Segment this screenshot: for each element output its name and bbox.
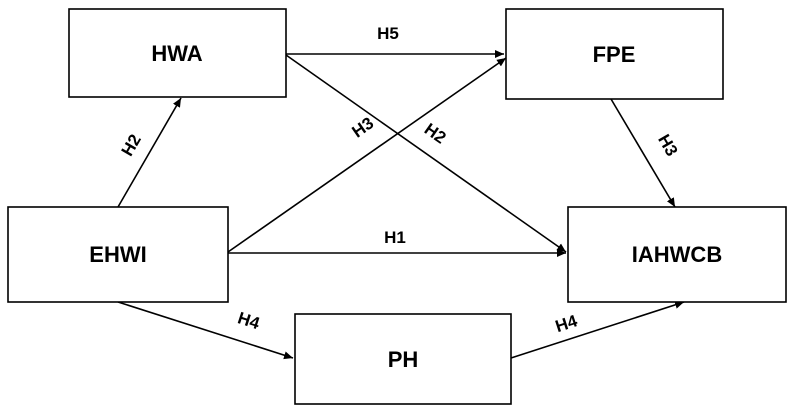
edge-label-hwa-fpe: H5 [377, 24, 399, 43]
edge-ehwi-fpe [227, 57, 507, 253]
node-label-fpe: FPE [593, 42, 636, 67]
edge-label-ehwi-iahwcb: H1 [384, 228, 406, 247]
edge-label-ehwi-ph: H4 [235, 308, 262, 333]
edge-label-fpe-iahwcb: H3 [654, 131, 681, 159]
edge-hwa-iahwcb [285, 54, 567, 253]
node-iahwcb: IAHWCB [567, 206, 787, 303]
node-label-iahwcb: IAHWCB [632, 242, 722, 267]
node-fpe: FPE [505, 8, 724, 100]
edge-label-ehwi-hwa: H2 [118, 131, 145, 159]
node-ehwi: EHWI [7, 206, 229, 303]
node-label-ph: PH [388, 347, 419, 372]
node-label-hwa: HWA [151, 41, 202, 66]
edge-fpe-iahwcb [610, 98, 676, 208]
edge-ph-iahwcb [510, 300, 685, 359]
node-hwa: HWA [68, 8, 287, 98]
edge-label-hwa-iahwcb: H2 [421, 119, 450, 147]
edge-label-ehwi-fpe: H3 [348, 113, 377, 141]
node-ph: PH [294, 313, 512, 405]
node-label-ehwi: EHWI [89, 242, 146, 267]
edge-ehwi-hwa [117, 97, 182, 208]
edge-label-ph-iahwcb: H4 [553, 311, 580, 336]
edge-ehwi-ph [117, 301, 294, 360]
